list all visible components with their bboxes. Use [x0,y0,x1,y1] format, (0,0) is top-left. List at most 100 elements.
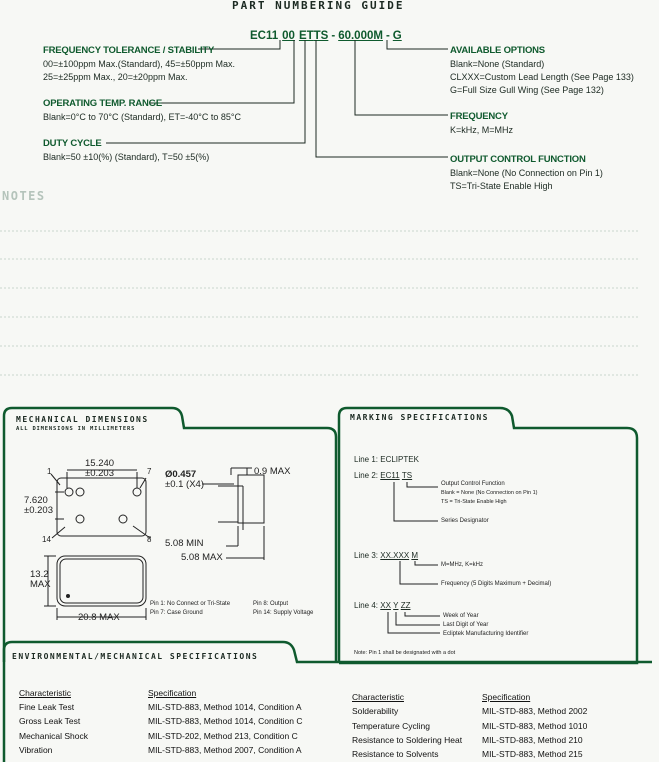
marking-line-2-note-2: Blank = None (No Connection on Pin 1) [441,490,538,496]
lead-max: 0.9 MAX [254,466,291,477]
options-line-3: G=Full Size Gull Wing (See Page 132) [450,85,604,95]
pn-options: G [392,30,402,42]
env-right-row-1-char: Solderability [352,706,399,716]
frequency-line-1: K=kHz, M=MHz [450,125,514,135]
marking-line-2-note-1: Output Control Function [441,481,505,487]
marking-line-4-note-1: Week of Year [443,613,479,619]
marking-line-4-note-3: Ecliptek Manufacturing Identifier [443,631,529,637]
env-left-row-2-char: Gross Leak Test [19,716,81,726]
env-right-col-spec: Specification [482,692,531,702]
marking-line-3-label: Line 3: [354,551,381,560]
pin-diameter: Ø0.457 [165,469,197,480]
options-block: AVAILABLE OPTIONS Blank=None (Standard) … [450,45,634,97]
env-right-row-2-char: Temperature Cycling [352,721,430,731]
marking-line-4: Line 4: XX Y ZZ [354,601,411,610]
tolerance-line-2: 25=±25ppm Max., 20=±20ppm Max. [43,72,188,82]
env-left-col-char: Characteristic [19,688,71,698]
output-control-heading: OUTPUT CONTROL FUNCTION [450,154,586,165]
temp-range-heading: OPERATING TEMP. RANGE [43,98,162,109]
tolerance-block: FREQUENCY TOLERANCE / STABILITY 00=±100p… [43,45,235,84]
env-left-row-4-char: Vibration [19,745,53,755]
marking-line-3-freq: XX.XXX [380,551,410,560]
side-height: 13.2 [30,569,49,580]
body-max: 5.08 MAX [181,552,223,563]
marking-title: MARKING SPECIFICATIONS [350,413,489,422]
env-right-row-4-spec: MIL-STD-883, Method 215 [482,749,583,759]
env-left-row-3-char: Mechanical Shock [19,731,88,741]
part-number-leader-lines [106,40,448,158]
width-tol: ±0.203 [85,468,114,479]
pn-tolerance: 00 [282,30,295,42]
env-left-row-3-spec: MIL-STD-202, Method 213, Condition C [148,731,298,741]
env-left-col-spec: Specification [148,688,197,698]
tolerance-line-1: 00=±100ppm Max.(Standard), 45=±50ppm Max… [43,59,235,69]
notes-ruled-lines [0,230,640,376]
marking-line-2-output: TS [401,471,413,480]
duty-cycle-line-1: Blank=50 ±10(%) (Standard), T=50 ±5(%) [43,152,210,162]
marking-footnote: Note: Pin 1 shall be designated with a d… [354,650,456,656]
pn-dash-2: - [385,30,390,42]
frequency-block: FREQUENCY K=kHz, M=MHz [450,111,513,137]
package-side-outline [237,474,265,524]
side-width: 20.8 MAX [78,612,120,623]
env-right-row-4-char: Resistance to Solvents [352,749,439,759]
options-line-2: CLXXX=Custom Lead Length (See Page 133) [450,72,634,82]
height-tol: ±0.203 [24,505,53,516]
temp-range-block: OPERATING TEMP. RANGE Blank=0°C to 70°C … [43,98,241,124]
marking-line-4-week: ZZ [400,601,411,610]
marking-line-4-id: XX [380,601,391,610]
frequency-heading: FREQUENCY [450,111,508,122]
env-left-row-2-spec: MIL-STD-883, Method 1014, Condition C [148,716,303,726]
duty-cycle-heading: DUTY CYCLE [43,138,102,149]
env-right-row-1-spec: MIL-STD-883, Method 2002 [482,706,588,716]
marking-line-3: Line 3: XX.XXX M [354,551,418,560]
marking-line-3-unit: M [411,551,419,560]
notes-label: NOTES [2,189,46,203]
lead-min: 5.08 MIN [165,538,204,549]
env-right-col-char: Characteristic [352,692,404,702]
temp-range-line-1: Blank=0°C to 70°C (Standard), ET=-40°C t… [43,112,241,122]
pn-frequency: 60.000M [338,30,383,42]
pin-label-8: 8 [147,535,152,544]
pin-note-7: Pin 7: Case Ground [150,610,203,616]
environmental-title: ENVIRONMENTAL/MECHANICAL SPECIFICATIONS [12,652,259,661]
marking-line-2-label: Line 2: [354,471,381,480]
marking-line-4-year: Y [393,601,399,610]
mechanical-title: MECHANICAL DIMENSIONS [16,415,149,424]
page-title: PART NUMBERING GUIDE [232,0,405,12]
duty-cycle-block: DUTY CYCLE Blank=50 ±10(%) (Standard), T… [43,138,209,164]
output-control-line-1: Blank=None (No Connection on Pin 1) [450,168,603,178]
marking-line-2-note-4: Series Designator [441,518,489,524]
pn-dash-1: - [331,30,336,42]
pin-note-8: Pin 8: Output [253,601,289,607]
env-left-row-1-spec: MIL-STD-883, Method 1014, Condition A [148,702,302,712]
marking-line-4-note-2: Last Digit of Year [443,622,489,628]
pin-label-14: 14 [42,535,51,544]
env-right-row-3-char: Resistance to Soldering Heat [352,735,463,745]
options-line-1: Blank=None (Standard) [450,59,545,69]
pin-note-1: Pin 1: No Connect or Tri-State [150,601,231,607]
env-left-row-1-char: Fine Leak Test [19,702,75,712]
pn-temp: ET [298,30,314,42]
pin-label-1: 1 [47,467,52,476]
tolerance-heading: FREQUENCY TOLERANCE / STABILITY [43,45,215,56]
output-control-line-2: TS=Tri-State Enable High [450,181,553,191]
pin-diameter-tol: ±0.1 (X4) [165,479,205,490]
pn-series: EC11 [250,30,279,42]
side-height-max: MAX [30,579,51,590]
marking-line-3-note-2: Frequency (5 Digits Maximum + Decimal) [441,581,552,587]
output-control-block: OUTPUT CONTROL FUNCTION Blank=None (No C… [450,154,603,193]
marking-line-4-label: Line 4: [354,601,381,610]
marking-line-2-note-3: TS = Tri-State Enable High [441,499,507,505]
env-left-row-4-spec: MIL-STD-883, Method 2007, Condition A [148,745,302,755]
height-dim: 7.620 [24,495,48,506]
pin-label-7: 7 [147,467,152,476]
marking-line-2-series: EC11 [380,471,400,480]
width-dim: 15.240 [85,458,115,469]
pn-output: TS [313,30,329,42]
marking-line-1: Line 1: ECLIPTEK [354,455,419,464]
